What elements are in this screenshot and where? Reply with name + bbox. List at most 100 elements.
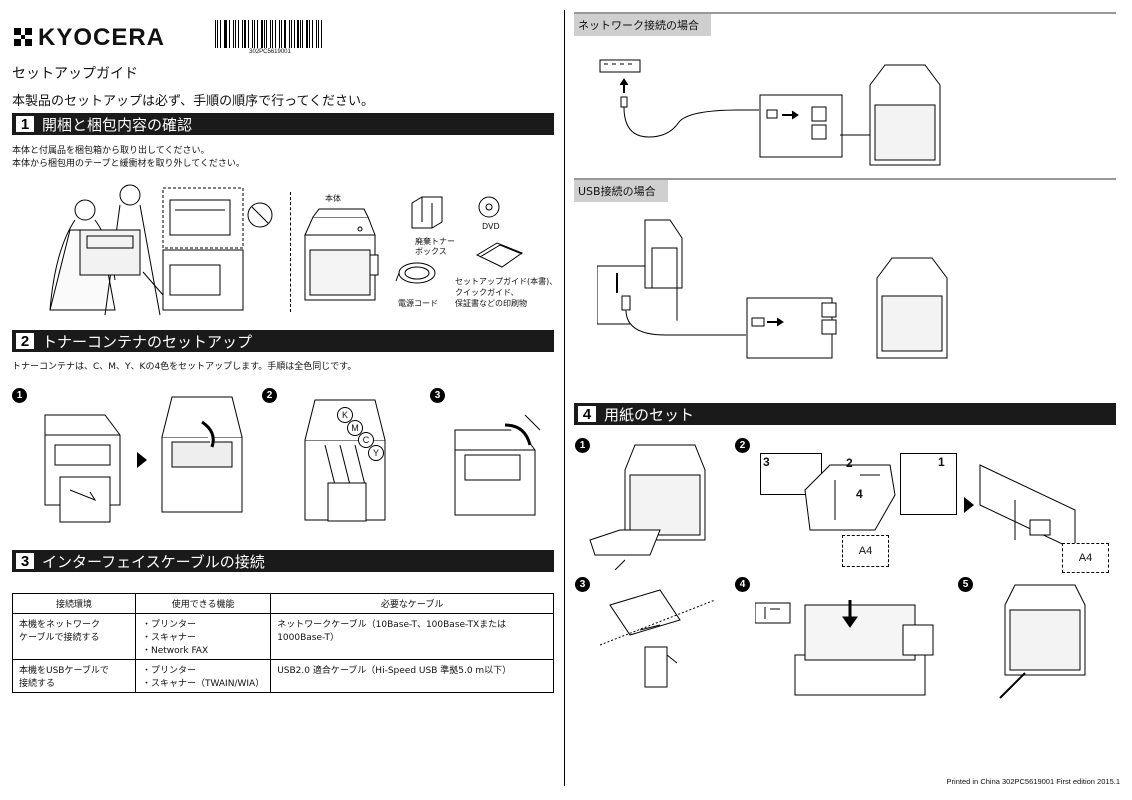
- toner-step-1-illustration: [44, 414, 121, 523]
- waste-toner-label: 廃棄トナー ボックス: [415, 237, 455, 256]
- barcode-stripe: [293, 20, 295, 48]
- paper-step-number-4: 4: [735, 577, 750, 592]
- table-header: 接続環境: [12, 593, 136, 614]
- barcode-stripe: [266, 20, 267, 48]
- barcode-stripe: [311, 20, 314, 48]
- paper-step-5-illustration: [999, 584, 1086, 699]
- network-connection-header: ネットワーク接続の場合: [574, 12, 1116, 36]
- barcode-stripe: [223, 20, 225, 48]
- section-title: トナーコンテナのセットアップ: [42, 332, 253, 351]
- barcode-stripe: [317, 20, 319, 48]
- barcode-number: 302PC5619001: [249, 49, 291, 55]
- footer-print-info: Printed in China 302PC5619001 First edit…: [946, 777, 1120, 786]
- section-1-text: 本体と付属品を梱包箱から取り出してください。 本体から梱包用のテープと緩衝材を取…: [12, 146, 245, 169]
- main-unit-illustration: [304, 208, 379, 301]
- next-arrow-icon: [137, 452, 147, 468]
- paper-size-label-a4: A4: [842, 535, 889, 567]
- column-divider: [564, 10, 565, 786]
- usb-connection-label: USB接続の場合: [574, 180, 668, 202]
- table-row: 本機をネットワーク ケーブルで接続する ・プリンター ・スキャナー ・Netwo…: [12, 613, 554, 660]
- step-number-3: 3: [430, 388, 445, 403]
- next-arrow-icon: [964, 497, 974, 513]
- barcode-stripe: [288, 20, 291, 48]
- power-cord-illustration: [395, 262, 436, 284]
- barcode-stripe: [225, 20, 228, 48]
- dvd-label: DVD: [482, 222, 500, 231]
- printed-materials-illustration: [475, 242, 524, 268]
- section-number: 2: [16, 333, 34, 350]
- table-row: 本機をUSBケーブルで 接続する ・プリンター ・スキャナー（TWAIN/WIA…: [12, 659, 554, 693]
- toner-y-marker: Y: [368, 445, 384, 461]
- barcode: [215, 20, 325, 48]
- barcode-stripe: [269, 20, 272, 48]
- section-3-header: 3 インターフェイスケーブルの接続: [12, 550, 554, 572]
- usb-connection-illustration: [597, 219, 948, 359]
- table-header-row: 接続環境 使用できる機能 必要なケーブル: [12, 593, 554, 614]
- barcode-stripe: [244, 20, 247, 48]
- table-header: 使用できる機能: [134, 593, 272, 614]
- barcode-stripe: [299, 20, 301, 48]
- barcode-stripe: [297, 20, 299, 48]
- barcode-stripe: [320, 20, 322, 48]
- toner-m-marker: M: [347, 420, 363, 436]
- network-connection-illustration: [599, 59, 941, 166]
- paper-step-3-illustration: [599, 589, 716, 688]
- intro-text: 本製品のセットアップは必ず、手順の順序で行ってください。: [12, 94, 375, 109]
- section-title: 開梱と梱包内容の確認: [42, 115, 193, 134]
- network-connection-label: ネットワーク接続の場合: [574, 14, 711, 36]
- section-number: 3: [16, 553, 34, 570]
- barcode-stripe: [248, 20, 249, 48]
- guide-title: セットアップガイド: [12, 66, 138, 82]
- barcode-stripe: [235, 20, 237, 48]
- kyocera-logo-icon: [14, 28, 32, 46]
- paper-step-number-2: 2: [735, 438, 750, 453]
- table-cell: 本機をUSBケーブルで 接続する: [12, 659, 136, 693]
- step-number-1: 1: [12, 388, 27, 403]
- step-number-2: 2: [262, 388, 277, 403]
- barcode-stripe: [253, 20, 255, 48]
- toner-k-marker: K: [337, 407, 353, 423]
- barcode-stripe: [283, 20, 286, 48]
- barcode-stripe: [238, 20, 239, 48]
- toner-step-1b-illustration: [161, 396, 243, 513]
- table-cell: ・プリンター ・スキャナー ・Network FAX: [134, 613, 272, 660]
- barcode-stripe: [233, 20, 235, 48]
- main-unit-label: 本体: [325, 194, 341, 203]
- dashed-divider: [290, 192, 291, 312]
- paper-step-mark-3: 3: [763, 455, 770, 469]
- barcode-stripe: [263, 20, 265, 48]
- barcode-stripe: [279, 20, 280, 48]
- toner-step-3-illustration: [454, 414, 541, 516]
- barcode-stripe: [256, 20, 258, 48]
- paper-guide-inset-right: [900, 453, 957, 515]
- cable-table: 接続環境 使用できる機能 必要なケーブル 本機をネットワーク ケーブルで接続する…: [12, 593, 554, 693]
- paper-step-number-3: 3: [575, 577, 590, 592]
- section-1-header: 1 開梱と梱包内容の確認: [12, 113, 554, 135]
- barcode-stripe: [274, 20, 277, 48]
- section-number: 1: [16, 116, 34, 133]
- table-cell: ・プリンター ・スキャナー（TWAIN/WIA）: [134, 659, 272, 693]
- table-cell: ネットワークケーブル（10Base-T、100Base-TXまたは1000Bas…: [270, 613, 554, 660]
- paper-step-4-illustration: [755, 600, 934, 696]
- section-number: 4: [578, 406, 596, 423]
- paper-step-number-1: 1: [575, 438, 590, 453]
- section-title: 用紙のセット: [604, 405, 695, 424]
- paper-step-mark-2: 2: [846, 456, 853, 470]
- paper-size-label-a4-b: A4: [1062, 543, 1109, 573]
- toner-c-marker: C: [358, 432, 374, 448]
- barcode-stripe: [291, 20, 292, 48]
- section-2-text: トナーコンテナは、C、M、Y、Kの4色をセットアップします。手順は全色同じです。: [12, 362, 357, 372]
- barcode-stripe: [251, 20, 253, 48]
- table-header: 必要なケーブル: [270, 593, 554, 614]
- barcode-stripe: [309, 20, 310, 48]
- barcode-stripe: [220, 20, 221, 48]
- barcode-stripe: [260, 20, 263, 48]
- barcode-stripe: [215, 20, 216, 48]
- paper-step-2-illustration: [804, 464, 896, 531]
- section-2-header: 2 トナーコンテナのセットアップ: [12, 330, 554, 352]
- barcode-stripe: [302, 20, 304, 48]
- waste-toner-box-illustration: [411, 196, 443, 229]
- paper-step-1-illustration: [589, 444, 706, 570]
- paper-step-mark-4: 4: [856, 487, 863, 501]
- usb-connection-header: USB接続の場合: [574, 178, 1116, 202]
